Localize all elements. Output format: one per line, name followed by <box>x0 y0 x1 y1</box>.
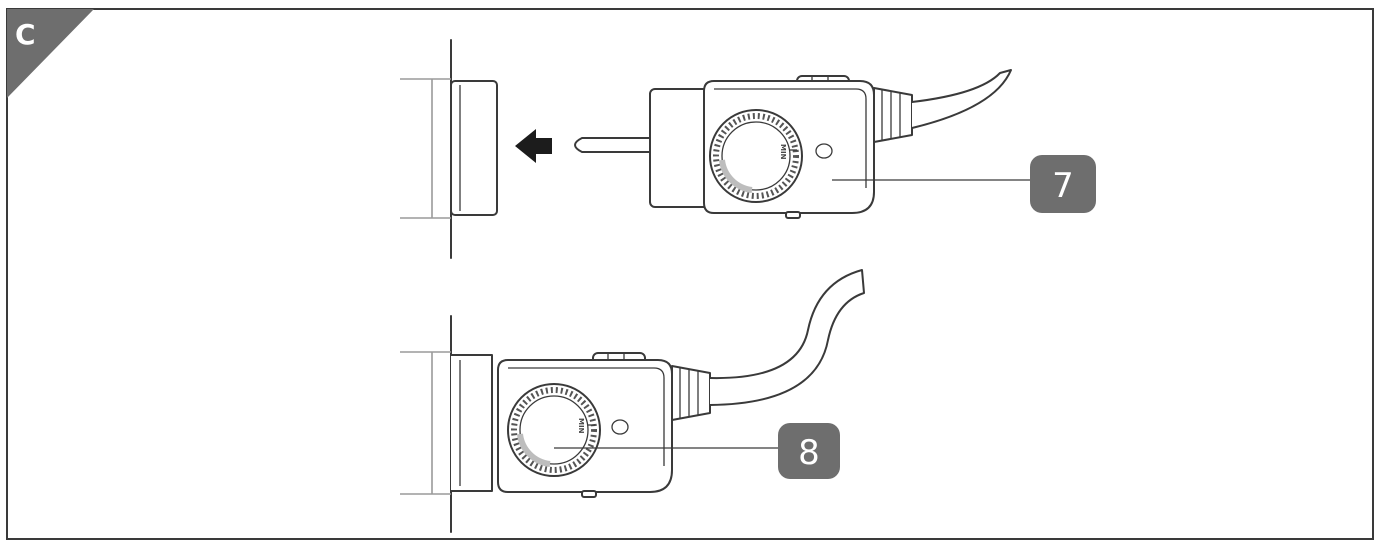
step-before-insert: MIN 7 <box>400 39 1096 259</box>
panel-letter: C <box>15 18 36 51</box>
callout-7: 7 <box>1030 155 1096 213</box>
step-after-insert: MIN 8 <box>400 269 865 533</box>
appliance-socket-icon <box>400 78 498 219</box>
thermostat-plug-icon: MIN <box>649 69 1012 219</box>
temperature-dial-lower-icon: MIN <box>507 383 601 477</box>
indicator-light-lower-icon <box>611 419 629 435</box>
temperature-dial-icon: MIN <box>709 109 803 203</box>
indicator-light-icon <box>815 143 833 159</box>
thermostat-plug-inserted-icon: MIN <box>497 269 865 498</box>
callout-7-label: 7 <box>1052 166 1074 206</box>
callout-8-label: 8 <box>798 433 820 473</box>
dial-min-text: MIN <box>779 144 787 160</box>
dial-min-text-lower: MIN <box>577 418 585 434</box>
panel-letter-tab: C <box>7 9 94 98</box>
probe-pin <box>574 137 651 153</box>
insert-direction-arrow-icon <box>515 129 552 163</box>
appliance-socket-lower-icon <box>400 351 493 495</box>
callout-8: 8 <box>778 423 840 479</box>
